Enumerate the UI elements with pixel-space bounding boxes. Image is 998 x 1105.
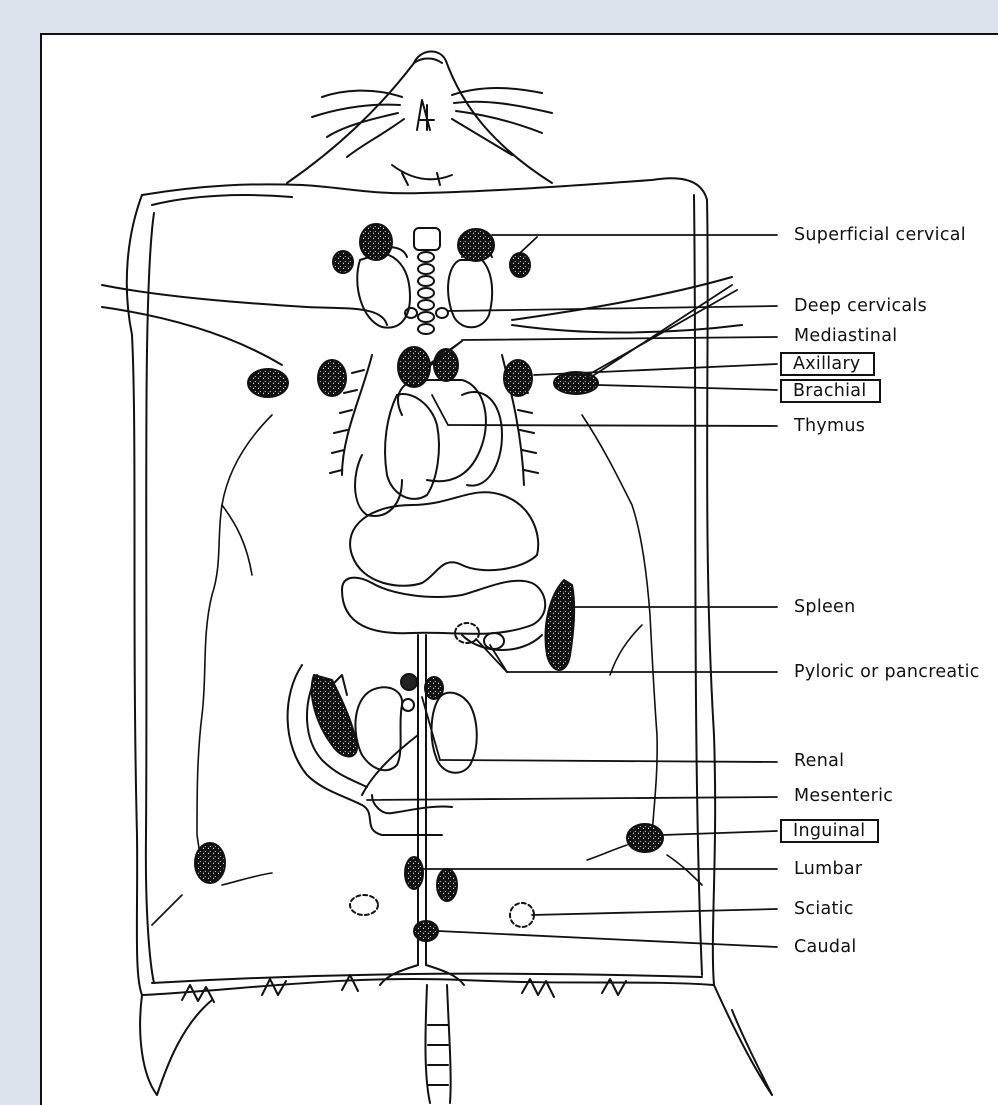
label-thymus: Thymus [794, 416, 865, 436]
node-cervical-small-right [510, 253, 530, 277]
leader-inguinal [662, 831, 777, 835]
leader-renal [440, 760, 777, 762]
node-superficial-cervical-right [458, 229, 494, 261]
skin-outline [127, 178, 772, 1103]
leader-deep-cervicals [448, 306, 777, 311]
node-pyloric-2 [484, 633, 504, 649]
label-renal: Renal [794, 751, 844, 771]
label-deep-cervicals: Deep cervicals [794, 296, 927, 316]
leader-axillary [534, 364, 777, 375]
label-mediastinal: Mediastinal [794, 326, 897, 346]
head-outline [287, 51, 552, 185]
label-superficial-cervical: Superficial cervical [794, 225, 966, 245]
node-sciatic-right [510, 903, 534, 927]
label-axillary: Axillary [780, 352, 875, 376]
node-mesenteric [312, 675, 357, 757]
node-lumbar-right [437, 869, 457, 901]
label-lumbar: Lumbar [794, 859, 862, 879]
liver [350, 492, 538, 586]
leader-brachial [598, 385, 777, 390]
node-lumbar-left [405, 857, 423, 889]
leader-sciatic [532, 909, 777, 915]
node-spleen [546, 580, 575, 670]
leader-mediastinal [462, 337, 777, 340]
node-sciatic-left [350, 895, 378, 915]
node-renal-left [401, 674, 417, 690]
label-sciatic: Sciatic [794, 899, 854, 919]
node-deep-cervical-right [436, 308, 448, 318]
node-axillary-left [318, 360, 346, 396]
node-caudal [414, 921, 438, 941]
node-superficial-cervical-left [360, 224, 392, 260]
node-renal-right [425, 677, 443, 699]
leader-thymus [448, 425, 777, 426]
label-brachial: Brachial [780, 379, 881, 403]
node-cervical-small-left [333, 251, 353, 273]
leader-caudal [438, 931, 777, 947]
node-brachial-right [554, 372, 598, 394]
stomach [342, 578, 545, 650]
node-renal-small [402, 699, 414, 711]
node-inguinal-left [195, 843, 225, 883]
label-caudal: Caudal [794, 937, 857, 957]
node-inguinal-right [627, 824, 663, 852]
diagram-frame: Superficial cervical Deep cervicals Medi… [40, 33, 998, 1105]
node-mediastinal-1 [398, 347, 430, 387]
label-inguinal: Inguinal [780, 819, 879, 843]
label-mesenteric: Mesenteric [794, 786, 893, 806]
label-pyloric: Pyloric or pancreatic [794, 662, 980, 682]
node-axillary-right [504, 360, 532, 396]
node-brachial-left [248, 369, 288, 397]
label-spleen: Spleen [794, 597, 856, 617]
heart-lungs [355, 380, 502, 516]
trachea [414, 228, 440, 334]
